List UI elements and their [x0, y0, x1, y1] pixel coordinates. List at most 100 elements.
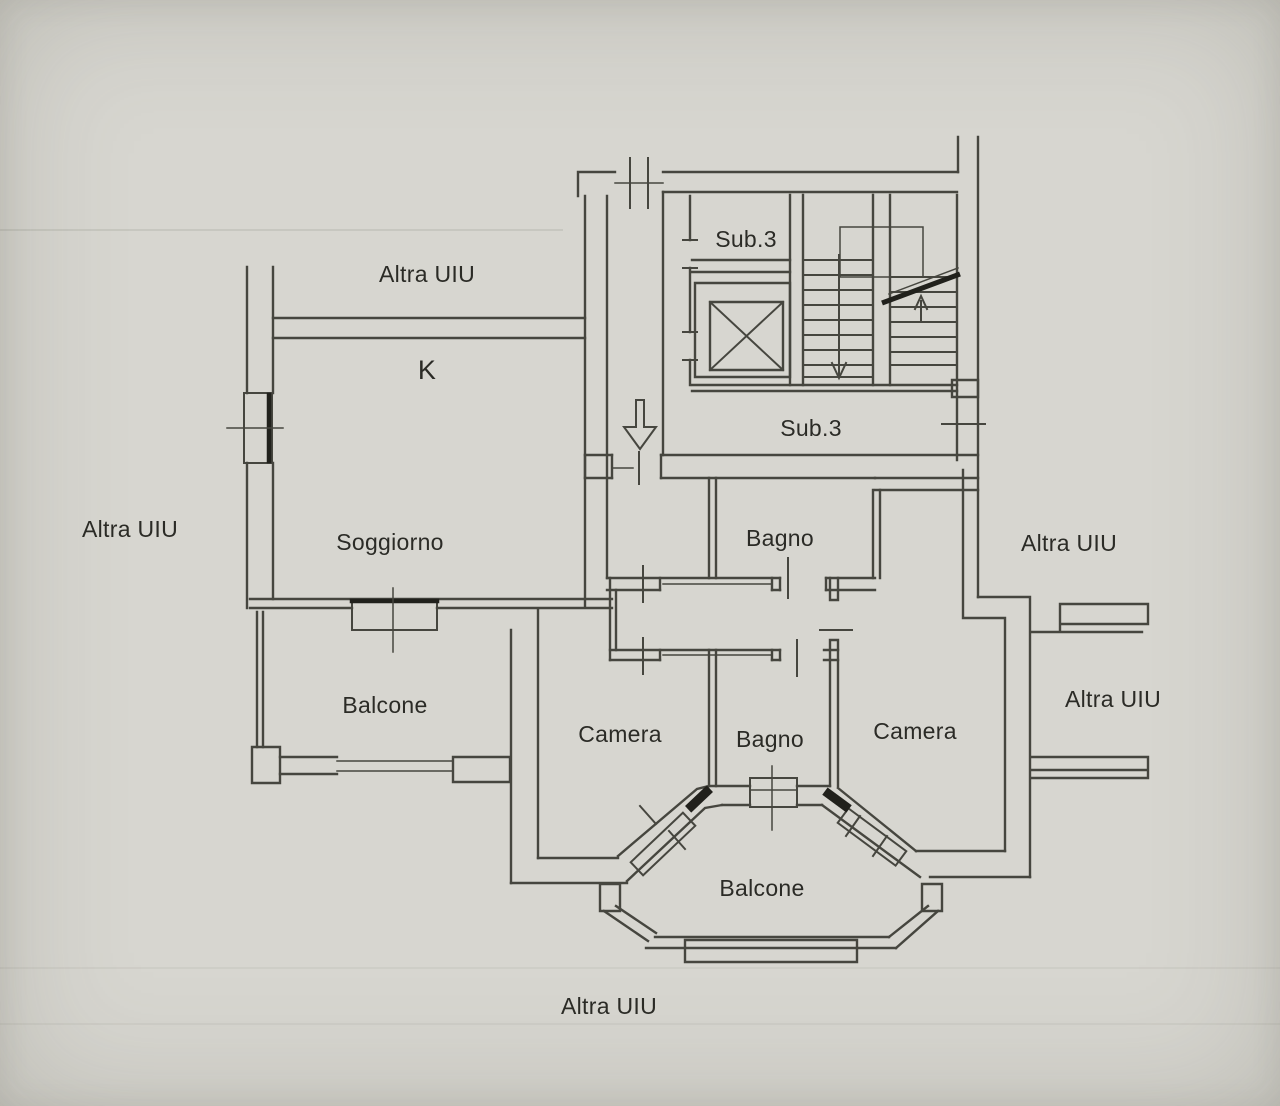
railing-diagonal-right	[887, 904, 940, 950]
wall-bagno-central-bottom	[707, 784, 832, 807]
corridor-walls	[605, 557, 877, 677]
window-frame	[749, 777, 798, 808]
window-symbol-left	[226, 392, 284, 464]
label-bagno-upper: Bagno	[746, 525, 814, 551]
wall-bagno-upper-right	[871, 488, 882, 580]
plan-labels: Altra UIU K Sub.3 Sub.3 Altra UIU Soggio…	[82, 226, 1161, 1019]
wall-sub3-divider	[690, 258, 792, 274]
label-altra-uiu-left: Altra UIU	[82, 516, 178, 542]
label-soggiorno: Soggiorno	[336, 529, 444, 555]
wall-lobby-stairs-divider	[788, 193, 805, 387]
wall-camera-right-inner	[961, 468, 1007, 853]
label-kitchen: K	[418, 355, 436, 385]
label-sub3-landing: Sub.3	[780, 415, 842, 441]
stair-up-arrow-symbol	[913, 293, 929, 321]
soggiorno-walls	[226, 194, 614, 653]
stair-rails	[871, 193, 892, 387]
staircase-symbol	[802, 193, 961, 462]
balcone-left-railing	[250, 610, 512, 785]
wall-camera-left-diagonal	[616, 784, 724, 883]
window-glass-cap-right	[822, 787, 852, 813]
wall-stairwell-right-outer	[956, 135, 980, 599]
door-jambs-lobby	[682, 239, 698, 361]
wall-corridor-left-end	[608, 576, 618, 662]
wall-landing-jambs	[583, 453, 663, 480]
window-symbol-camera-left	[629, 811, 697, 877]
railing-bottom-b	[336, 760, 454, 772]
label-camera-right: Camera	[873, 718, 957, 744]
elevator-shaft	[693, 281, 792, 379]
window-ticks-camera-left	[638, 804, 687, 851]
stair-landing-box	[839, 226, 924, 278]
stair-break-line-thin	[888, 267, 959, 295]
railing-diagonal-left	[602, 904, 658, 943]
wall-camera-right-diagonal	[820, 786, 922, 879]
label-altra-uiu-right-upper: Altra UIU	[1021, 530, 1117, 556]
neighbor-wall-lower	[1030, 755, 1150, 780]
wall-corridor-top	[605, 576, 877, 592]
elevator-symbol	[693, 281, 792, 379]
wall-end-cap	[950, 378, 980, 399]
door-ticks-top	[629, 157, 649, 209]
bagno-upper-walls	[707, 476, 882, 580]
wall-camera-right-bottom	[914, 849, 1032, 879]
railing-sill	[451, 755, 512, 784]
door-ticks-corridor-top	[642, 557, 789, 603]
landing-walls	[583, 399, 980, 492]
elevator-cross	[708, 300, 785, 372]
window-frame	[629, 811, 697, 877]
label-altra-uiu-top: Altra UIU	[379, 261, 475, 287]
stair-break-line	[881, 271, 961, 306]
railing-bottom	[644, 935, 898, 950]
wall-camera-left-left	[509, 608, 540, 885]
label-altra-uiu-right-lower: Altra UIU	[1065, 686, 1161, 712]
wall-soggiorno-left	[245, 265, 275, 610]
neighbor-walls-right	[1030, 602, 1150, 780]
stairwell-block	[576, 135, 986, 599]
wall-camera-left-bottom	[509, 856, 629, 885]
jambs-corridor-top	[658, 576, 828, 592]
camera-right-walls	[820, 468, 1032, 879]
label-camera-left: Camera	[578, 721, 662, 747]
label-altra-uiu-bottom: Altra UIU	[561, 993, 657, 1019]
door-ticks-corridor-bottom	[642, 637, 798, 677]
wall-stairs-bottom	[690, 383, 959, 393]
label-bagno-central: Bagno	[736, 726, 804, 752]
window-ticks-camera-right	[844, 814, 889, 858]
label-balcone-left: Balcone	[342, 692, 427, 718]
jambs-corridor-bottom	[658, 648, 782, 662]
window-glass-line	[685, 785, 713, 813]
label-balcone-bottom: Balcone	[719, 875, 804, 901]
railing-sill	[683, 938, 859, 964]
stair-down-arrow-symbol	[830, 254, 848, 381]
railing-post-right	[920, 882, 944, 913]
wall-bagno-upper-left	[707, 476, 718, 580]
window-frame	[243, 392, 273, 464]
window-frame	[351, 601, 438, 631]
wall-landing-bottom	[583, 453, 980, 480]
wall-stairwell-top	[661, 170, 960, 194]
railing-left	[255, 610, 265, 749]
wall-camera-right-outer	[976, 595, 1032, 879]
label-sub3-stairwell: Sub.3	[715, 226, 777, 252]
window-glass-line	[822, 787, 852, 813]
wall-soggiorno-right	[583, 194, 609, 609]
wall-bagno-central-right	[828, 576, 840, 788]
railing-post	[250, 745, 282, 785]
neighbor-wall-upper	[1030, 602, 1150, 634]
wall-bagno-central-left	[707, 648, 718, 788]
balcone-bottom-railing	[598, 882, 944, 964]
entry-arrow-symbol	[622, 399, 658, 451]
window-symbol-soggiorno-balcone	[349, 587, 440, 653]
window-symbol-camera-right	[836, 806, 908, 868]
bagno-central-walls	[707, 576, 853, 831]
scan-artifact-lines	[0, 229, 1280, 1025]
railing-post-left	[598, 882, 622, 913]
window-symbol-bagno	[749, 765, 798, 831]
window-frame	[836, 806, 908, 868]
camera-left-walls	[509, 608, 724, 885]
wall-camera-right-nook-top	[873, 476, 980, 492]
railing-bottom-a	[278, 755, 339, 776]
